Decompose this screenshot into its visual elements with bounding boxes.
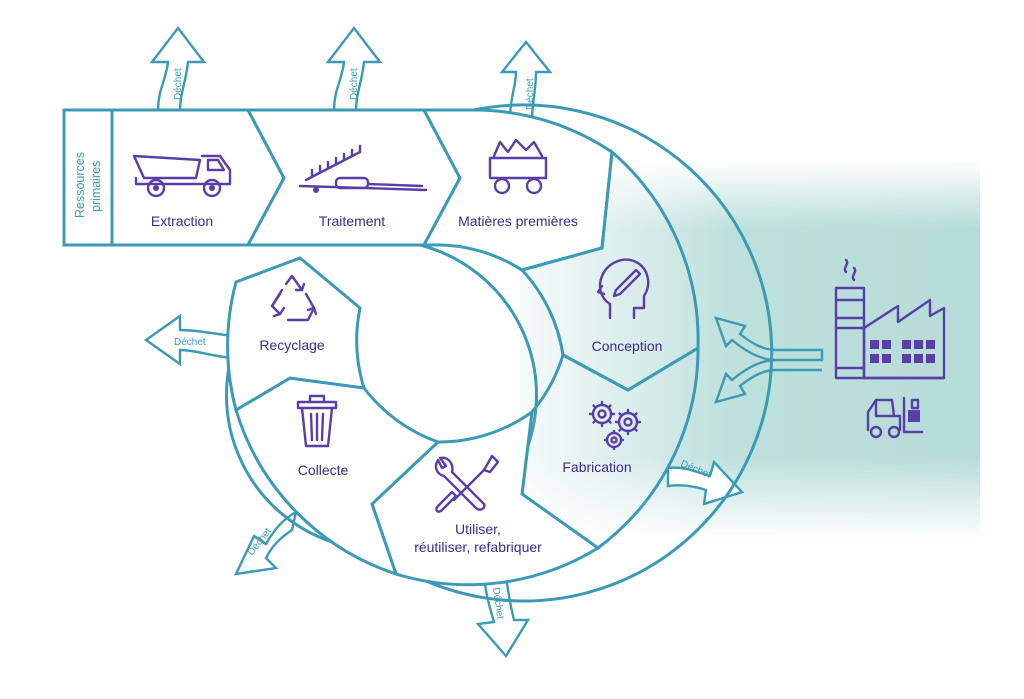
waste-label: Déchet: [525, 78, 536, 110]
stage-matieres: [421, 108, 614, 272]
stage-recyclage-label: Recyclage: [259, 337, 325, 353]
stage-extraction-label: Extraction: [151, 213, 213, 229]
waste-label: Déchet: [174, 337, 206, 348]
stage-collecte: [234, 376, 441, 577]
stage-utiliser-label-2: réutiliser, refabriquer: [414, 539, 542, 555]
head-pencil-icon: [596, 258, 650, 320]
stage-conception: [519, 148, 700, 392]
primary-resources-label-1: Ressources: [73, 152, 87, 218]
waste-label: Déchet: [173, 68, 184, 100]
wrench-screwdriver-icon: [434, 454, 500, 513]
stage-traitement-label: Traitement: [319, 213, 386, 229]
stage-matieres-label: Matières premières: [458, 213, 578, 229]
dump-truck-icon: [132, 154, 232, 198]
trash-bin-icon: [296, 394, 338, 448]
stage-collecte-label: Collecte: [298, 462, 349, 478]
ore-cart-icon: [488, 138, 548, 195]
stage-recyclage: [226, 256, 367, 413]
conveyor-icon: [298, 144, 428, 193]
recycle-icon: [270, 274, 318, 322]
waste-arrow-fabrication: Déchet: [666, 459, 745, 506]
stage-fabrication: [520, 345, 700, 550]
waste-arrow-matieres: Déchet: [499, 40, 553, 122]
primary-resources-box: [62, 108, 114, 247]
waste-arrow-extraction: Déchet: [149, 26, 207, 112]
waste-arrow-collecte: Déchet: [233, 509, 298, 576]
waste-label: Déchet: [349, 68, 360, 100]
stage-conception-label: Conception: [592, 338, 663, 354]
gears-icon: [588, 400, 642, 451]
stage-fabrication-label: Fabrication: [562, 459, 631, 475]
factory-icon: [834, 258, 946, 380]
forklift-icon: [866, 396, 924, 439]
primary-resources-label-2: primaires: [89, 161, 103, 212]
waste-arrow-traitement: Déchet: [325, 26, 383, 112]
stage-utiliser-label-1: Utiliser,: [455, 521, 501, 537]
waste-arrow-recyclage: Déchet: [143, 313, 236, 367]
waste-label: Déchet: [490, 587, 505, 620]
industry-arrows: [714, 316, 824, 404]
waste-arrow-utiliser: Déchet: [475, 574, 531, 659]
